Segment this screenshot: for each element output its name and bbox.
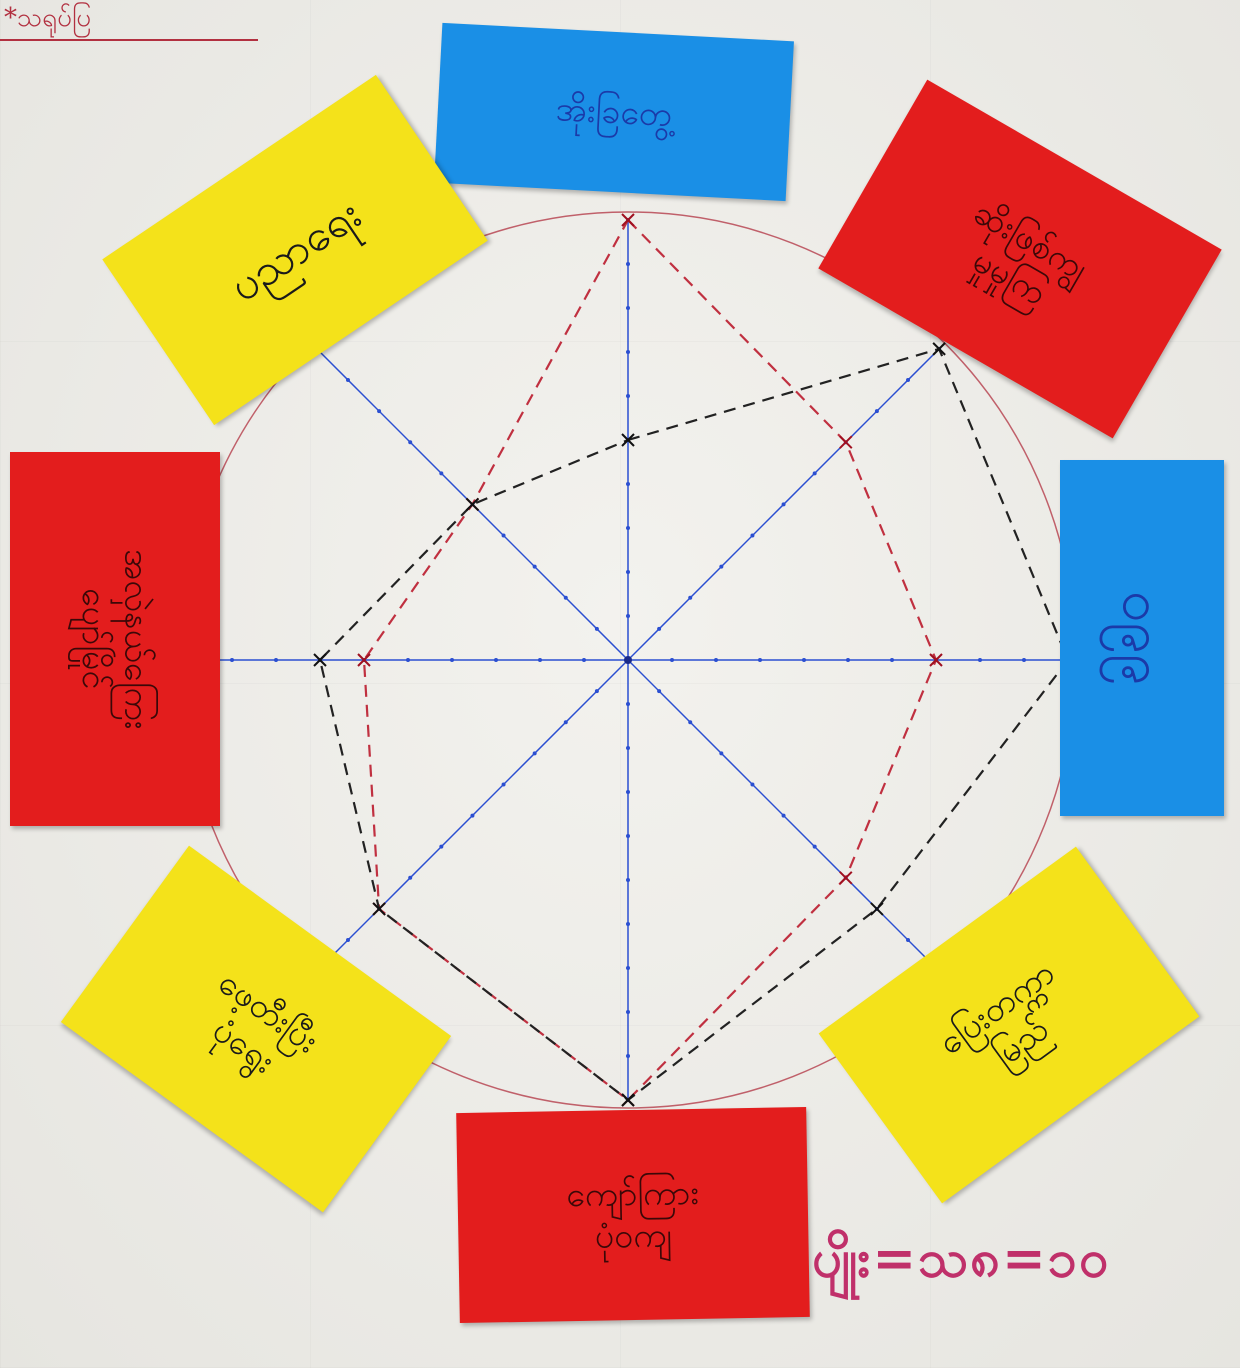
axis-tick: [533, 565, 537, 569]
axis-tick: [274, 658, 278, 662]
axis-tick: [626, 922, 630, 926]
label-right-text: ၀၉၉: [1107, 591, 1177, 686]
axis-tick: [439, 471, 443, 475]
axis-tick: [626, 878, 630, 882]
axis-tick: [626, 790, 630, 794]
axis-tick: [802, 658, 806, 662]
axis-tick: [470, 814, 474, 818]
axis-tick: [626, 966, 630, 970]
label-bottom-left-text: ဖေ့တီးပြီး ပုံရွေး: [185, 961, 327, 1096]
series-2-point: [466, 498, 478, 510]
axis-tick: [813, 471, 817, 475]
axis-tick: [846, 658, 850, 662]
axis-tick: [626, 570, 630, 574]
axis-tick: [714, 658, 718, 662]
axis-tick: [782, 814, 786, 818]
axis-tick: [626, 350, 630, 354]
axis-tick: [450, 658, 454, 662]
axis-tick: [688, 596, 692, 600]
label-top-left-text: ပညာရေး: [219, 186, 371, 313]
axis-tick: [346, 938, 350, 942]
axis-tick: [582, 658, 586, 662]
label-bottom: ကျော်ကြား ပုံ၀ကျ: [456, 1107, 810, 1323]
axis-tick: [657, 689, 661, 693]
label-top-text: အိုးခြတွေ့: [555, 88, 673, 137]
axis-tick: [230, 658, 234, 662]
axis-tick: [626, 262, 630, 266]
axis-tick: [626, 526, 630, 530]
axis-tick: [533, 751, 537, 755]
axis-tick: [377, 409, 381, 413]
axis-tick: [626, 1054, 630, 1058]
axis-tick: [626, 394, 630, 398]
label-top-right-text: ဆိုးဖြစ်ကျွ မှုမှုကြ: [945, 191, 1095, 327]
axis-tick: [626, 306, 630, 310]
axis-tick: [626, 834, 630, 838]
axis-tick: [502, 782, 506, 786]
axis-tick: [750, 534, 754, 538]
label-left: အလှဲနယ်ကြေး ပျော်မြိုင်: [10, 452, 220, 826]
label-left-text: အလှဲနယ်ကြေး ပျော်မြိုင်: [73, 549, 158, 729]
label-bottom-text: ကျော်ကြား ပုံ၀ကျ: [566, 1171, 700, 1258]
axis-tick: [439, 845, 443, 849]
label-bottom-right-text: ပြေးတက္ကာ မြည်: [930, 951, 1088, 1098]
axis-tick: [564, 596, 568, 600]
axis-tick: [408, 440, 412, 444]
axis-tick: [564, 720, 568, 724]
axis-tick: [626, 482, 630, 486]
axis-tick: [502, 534, 506, 538]
axis-tick: [782, 502, 786, 506]
series-2-point: [933, 343, 945, 355]
label-top: အိုးခြတွေ့: [434, 23, 794, 201]
label-right: ၀၉၉: [1060, 460, 1224, 816]
axis-tick: [626, 1010, 630, 1014]
axis-tick: [346, 378, 350, 382]
axis-tick: [595, 689, 599, 693]
axis-tick: [719, 751, 723, 755]
axis-tick: [978, 658, 982, 662]
axis-tick: [595, 627, 599, 631]
axis-tick: [657, 627, 661, 631]
center-point: [624, 656, 632, 664]
axis-tick: [688, 720, 692, 724]
axis-tick: [494, 658, 498, 662]
axis-tick: [875, 409, 879, 413]
scale-note: ပျိုး=သ၈=၁၀: [812, 1226, 1110, 1302]
axis-tick: [626, 614, 630, 618]
axis-tick: [626, 746, 630, 750]
axis-tick: [408, 876, 412, 880]
axis-tick: [719, 565, 723, 569]
series-1-point: [840, 436, 852, 448]
axis-tick: [906, 378, 910, 382]
axis-tick: [626, 702, 630, 706]
axis-tick: [906, 938, 910, 942]
series-1-point: [840, 872, 852, 884]
axis-tick: [670, 658, 674, 662]
series-2-point: [871, 903, 883, 915]
axis-tick: [813, 845, 817, 849]
axis-tick: [758, 658, 762, 662]
axis-tick: [750, 782, 754, 786]
axis-tick: [1022, 658, 1026, 662]
axis-tick: [890, 658, 894, 662]
axis-tick: [538, 658, 542, 662]
axis-tick: [406, 658, 410, 662]
